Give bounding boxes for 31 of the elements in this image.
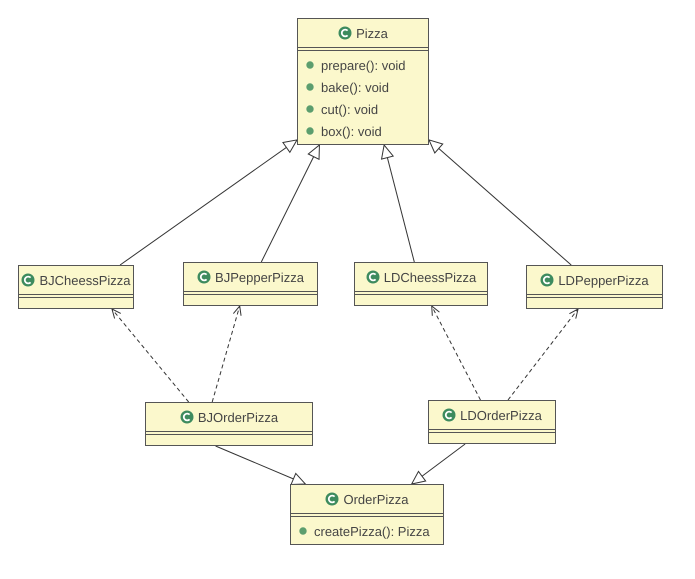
generalization-arrow: [120, 139, 298, 266]
generalization-arrow: [411, 444, 466, 484]
generalization-arrow: [381, 144, 415, 262]
class-name: BJPepperPizza: [215, 270, 304, 284]
dependency-arrow: [212, 306, 242, 402]
class-name: LDOrderPizza: [460, 408, 542, 422]
class-box: [18, 265, 134, 309]
method-signature: bake(): void: [321, 80, 389, 94]
class-box: [290, 484, 444, 545]
class-box: [297, 18, 429, 145]
generalization-arrow: [428, 139, 572, 266]
class-box: [145, 402, 313, 446]
class-box: [526, 265, 663, 309]
generalization-arrow: [215, 446, 306, 485]
dependency-arrow: [508, 308, 579, 400]
class-name: LDPepperPizza: [558, 272, 649, 288]
method-signature: prepare(): void: [321, 58, 406, 72]
dependency-arrow: [111, 308, 190, 402]
class-box: [183, 262, 318, 306]
class-name: LDCheessPizza: [384, 270, 476, 284]
dependency-arrow: [431, 306, 481, 400]
method-signature: box(): void: [321, 124, 382, 138]
class-box: [428, 400, 556, 444]
method-signature: createPizza(): Pizza: [314, 524, 430, 538]
class-box: [354, 262, 488, 306]
method-signature: cut(): void: [321, 102, 378, 116]
class-name: Pizza: [356, 26, 388, 40]
class-name: BJOrderPizza: [198, 410, 278, 424]
class-name: OrderPizza: [343, 492, 409, 506]
class-name: BJCheessPizza: [39, 272, 131, 288]
generalization-arrow: [260, 144, 320, 262]
